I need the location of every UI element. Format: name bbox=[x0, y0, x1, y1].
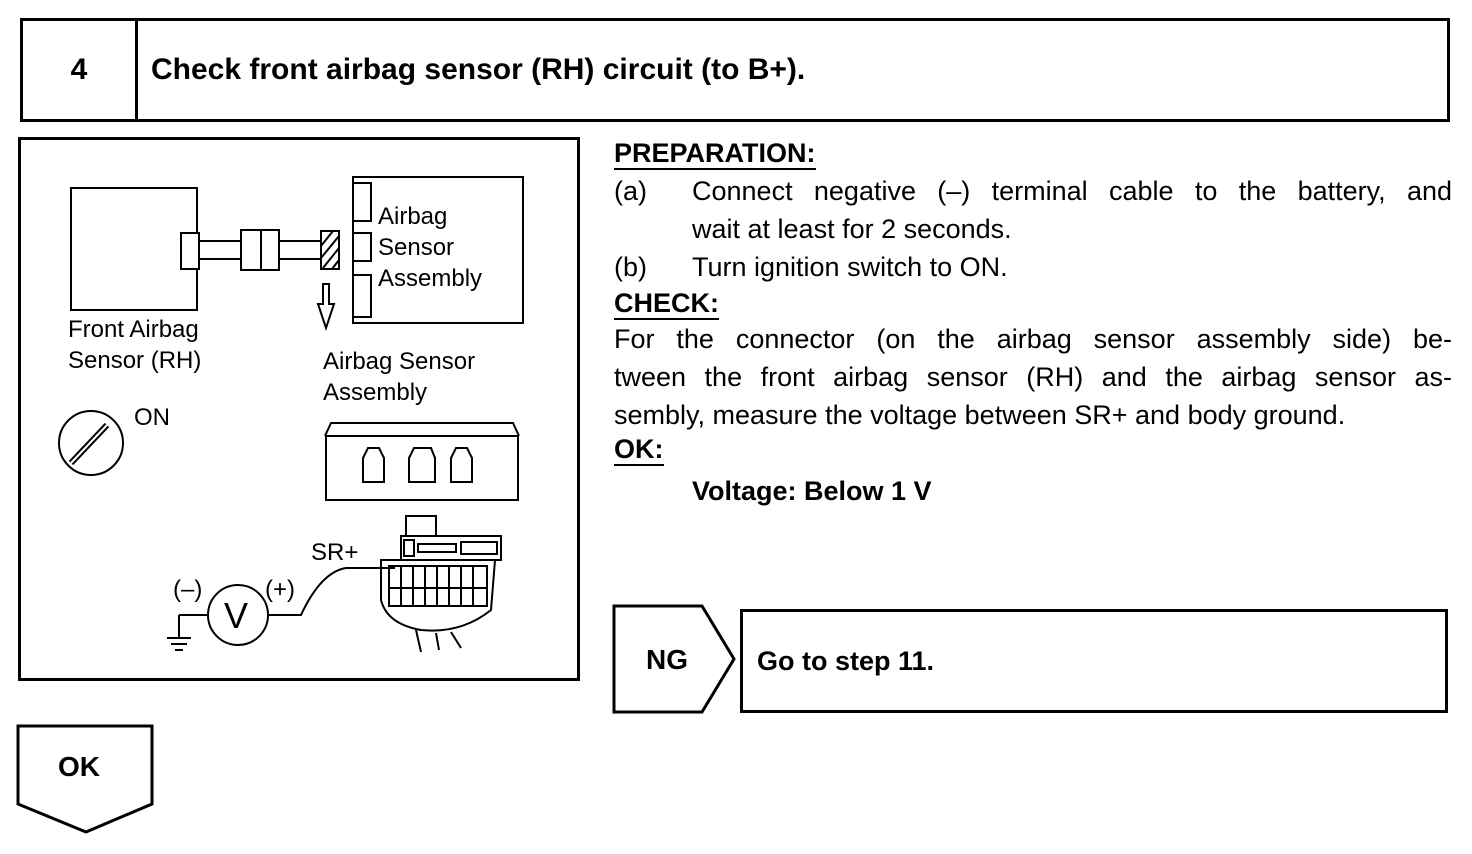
voltmeter-label: V bbox=[224, 595, 248, 636]
ecu-body bbox=[325, 435, 519, 501]
check-line-3: sembly, measure the voltage between SR+ … bbox=[614, 400, 1346, 430]
terminal-sr-label: SR+ bbox=[311, 539, 358, 566]
ignition-on-label: ON bbox=[134, 404, 170, 431]
ok-label: OK bbox=[58, 751, 100, 782]
item-a-line-1: Connect negative (–) terminal cable to t… bbox=[692, 176, 1452, 206]
assembly-pin-label-1: Airbag bbox=[378, 203, 447, 230]
ok-arrow: OK bbox=[16, 724, 154, 834]
item-a-marker: (a) bbox=[614, 176, 647, 206]
ecu-top bbox=[324, 422, 520, 437]
front-sensor-label-2: Sensor (RH) bbox=[68, 347, 201, 374]
preparation-item-b: (b) Turn ignition switch to ON. bbox=[614, 248, 1452, 286]
front-sensor-label-1: Front Airbag bbox=[68, 316, 199, 343]
check-line-2: tween the front airbag sensor (RH) and t… bbox=[614, 362, 1452, 392]
sensor-connector-stub bbox=[180, 232, 200, 270]
ng-label: NG bbox=[646, 644, 688, 675]
item-b-line-1: Turn ignition switch to ON. bbox=[692, 252, 1008, 282]
step-title: Check front airbag sensor (RH) circuit (… bbox=[151, 53, 806, 86]
ng-action: Go to step 11. bbox=[757, 645, 935, 676]
minus-label: (–) bbox=[173, 576, 202, 603]
plus-label: (+) bbox=[265, 576, 295, 603]
preparation-item-a: (a) Connect negative (–) terminal cable … bbox=[614, 172, 1452, 248]
instructions: PREPARATION: (a) Connect negative (–) te… bbox=[614, 138, 1452, 510]
assembly-label-2: Assembly bbox=[323, 379, 427, 406]
check-line-1: For the connector (on the airbag sensor … bbox=[614, 324, 1452, 354]
item-b-marker: (b) bbox=[614, 252, 647, 282]
assembly-pin-label-2: Sensor bbox=[378, 234, 454, 261]
assembly-label-1: Airbag Sensor bbox=[323, 348, 475, 375]
disconnect-arrow bbox=[316, 283, 336, 332]
ok-spec: Voltage: Below 1 V bbox=[692, 476, 932, 506]
ng-action-box: Go to step 11. bbox=[740, 609, 1448, 713]
step-number: 4 bbox=[23, 21, 138, 119]
item-a-line-2: wait at least for 2 seconds. bbox=[692, 214, 1012, 244]
ng-arrow: NG bbox=[612, 604, 736, 714]
step-header: 4 Check front airbag sensor (RH) circuit… bbox=[20, 18, 1450, 122]
diagram-svg: Airbag Sensor Assembly Front Airbag Sens… bbox=[58, 176, 524, 653]
front-sensor-body bbox=[70, 187, 198, 311]
preparation-heading: PREPARATION: bbox=[614, 138, 816, 170]
check-heading: CHECK: bbox=[614, 288, 719, 320]
ignition-switch bbox=[58, 410, 124, 476]
ok-heading: OK: bbox=[614, 434, 664, 466]
assembly-pin-label-3: Assembly bbox=[378, 265, 482, 292]
wiring-diagram: Airbag Sensor Assembly Front Airbag Sens… bbox=[18, 137, 580, 681]
probe-wire bbox=[268, 567, 395, 616]
